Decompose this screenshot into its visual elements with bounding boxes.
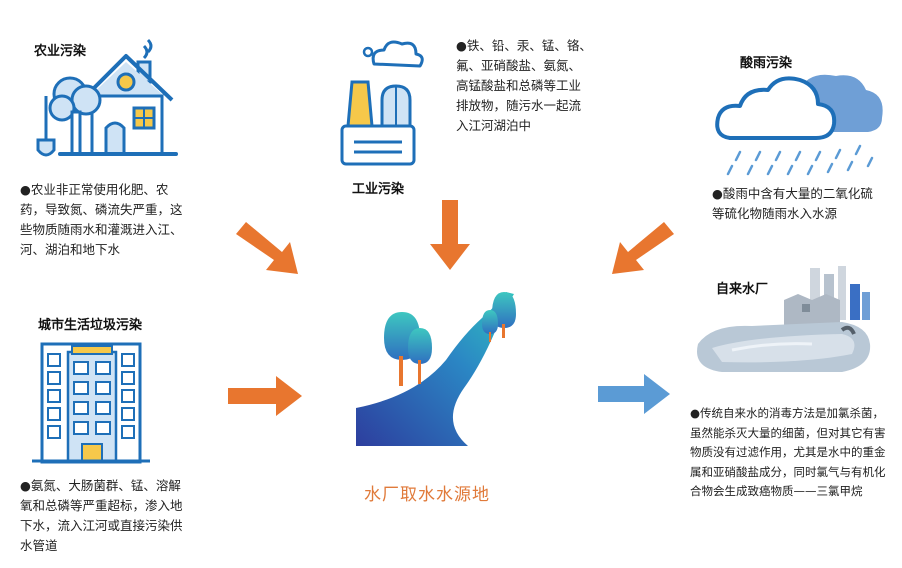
urban-description: ●氨氮、大肠菌群、锰、溶解氧和总磷等严重超标，渗入地下水，流入江河或直接污染供水… — [20, 478, 183, 553]
factory-icon — [340, 40, 424, 166]
acid-rain-description: ●酸雨中含有大量的二氧化硫等硫化物随雨水入水源 — [712, 186, 873, 221]
industry-title: 工业污染 — [352, 182, 405, 197]
apartment-building-icon — [32, 342, 150, 464]
farmhouse-icon — [36, 38, 178, 157]
river-source-illustration — [356, 292, 516, 446]
water-source-label: 水厂取水水源地 — [364, 485, 490, 505]
arrow-industry-to-source — [430, 200, 470, 270]
arrow-agri-to-source — [236, 222, 298, 274]
agri-title: 农业污染 — [34, 44, 87, 59]
rain-cloud-icon — [715, 74, 883, 176]
arrow-acid-rain-to-source — [612, 222, 674, 274]
water-plant-icon — [697, 266, 871, 372]
arrow-urban-to-source — [228, 376, 302, 416]
arrow-source-to-plant — [598, 374, 670, 414]
industry-description: ●铁、铅、汞、锰、铬、氟、亚硝酸盐、氨氮、高锰酸盐和总磷等工业排放物，随污水一起… — [456, 38, 592, 133]
agri-description: ●农业非正常使用化肥、农药，导致氮、磷流失严重，这些物质随雨水和灌溉进入江、河、… — [20, 182, 183, 257]
acid-rain-title: 酸雨污染 — [740, 56, 793, 71]
water-plant-description: ●传统自来水的消毒方法是加氯杀菌，虽然能杀灭大量的细菌，但对其它有害物质没有过滤… — [690, 406, 886, 498]
water-plant-title: 自来水厂 — [716, 282, 769, 297]
urban-title: 城市生活垃圾污染 — [38, 318, 143, 333]
